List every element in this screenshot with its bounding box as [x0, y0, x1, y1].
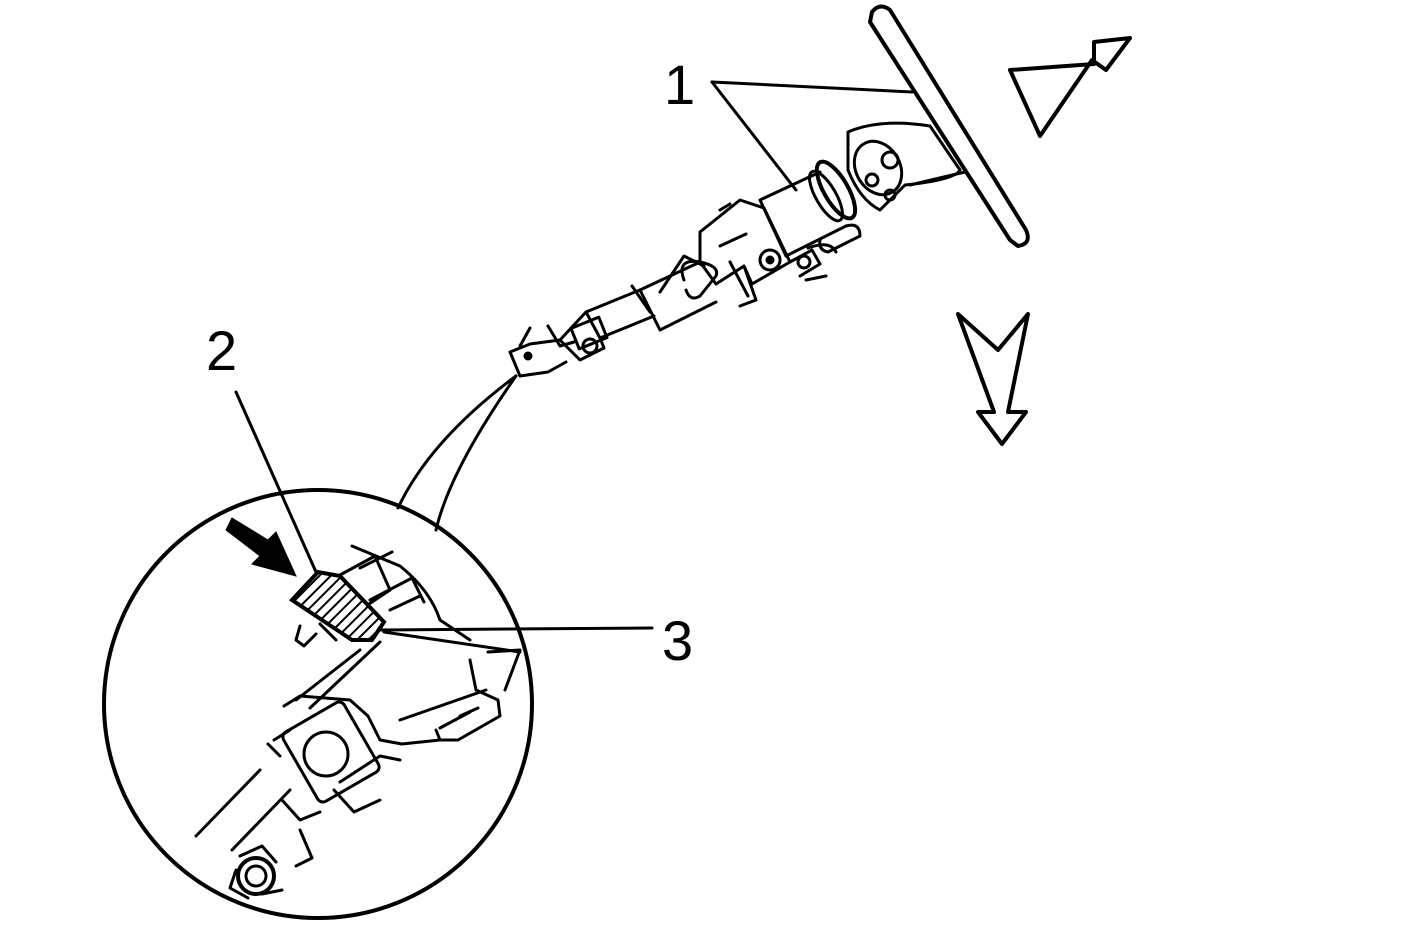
detail-magnifier [102, 374, 534, 920]
callout-2: 2 [206, 319, 318, 574]
arrow-up-right-icon [1008, 36, 1132, 138]
callout-1: 1 [664, 53, 914, 192]
push-arrow-icon [225, 517, 297, 577]
steering-wheel [868, 4, 1030, 248]
callout-3-label: 3 [662, 609, 693, 672]
steering-column [508, 121, 967, 378]
callout-2-label: 2 [206, 319, 237, 382]
callout-1-label: 1 [664, 53, 695, 116]
arrow-down-icon [956, 312, 1030, 446]
detail-view-contents [194, 544, 522, 900]
callout-3: 3 [376, 609, 693, 672]
hatched-pad [288, 569, 387, 648]
